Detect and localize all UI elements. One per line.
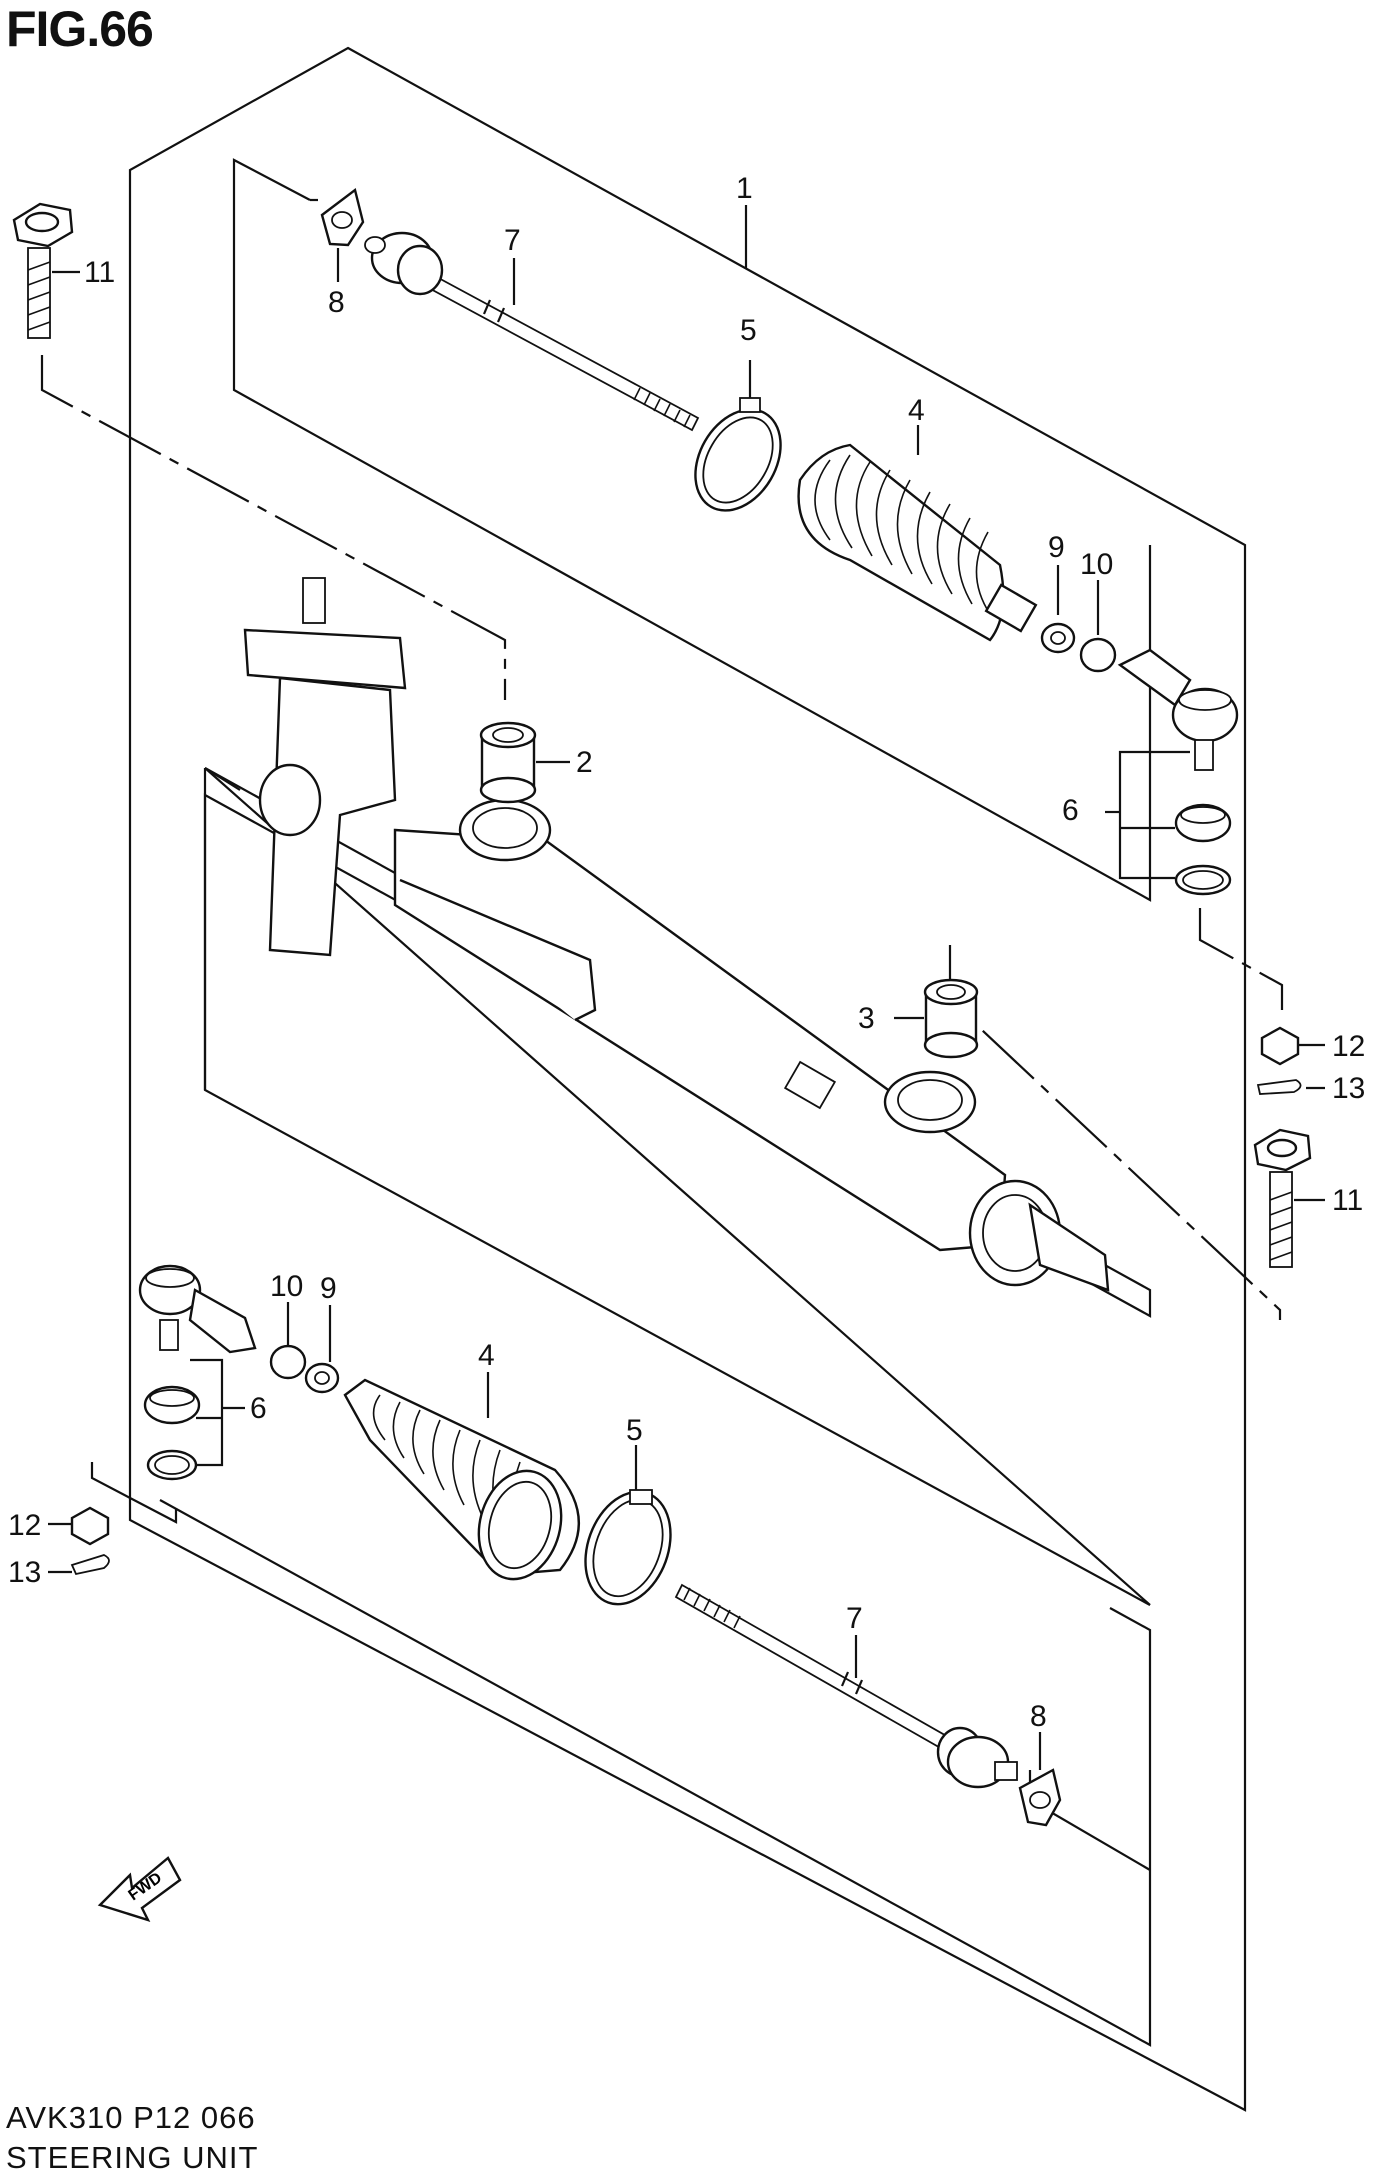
clamp-upper <box>694 397 782 512</box>
callout-11-upper: 11 <box>84 256 115 289</box>
forward-arrow-icon <box>97 1856 182 1922</box>
callout-9-upper: 9 <box>1048 531 1065 564</box>
nut-right <box>1260 1026 1300 1066</box>
callout-8-lower: 8 <box>1030 1700 1047 1733</box>
callout-8-upper: 8 <box>328 286 345 319</box>
bushing-3 <box>923 978 979 1059</box>
tie-rod-lower <box>674 1583 1018 1789</box>
gear-housing <box>243 577 1110 1292</box>
callout-4-lower: 4 <box>478 1339 495 1372</box>
callout-12-left: 12 <box>8 1509 41 1542</box>
nut-upper <box>1079 637 1117 673</box>
callout-7-upper: 7 <box>504 224 521 257</box>
boot-upper <box>797 443 1038 642</box>
callout-13-left: 13 <box>8 1556 41 1589</box>
figure-code: AVK310 P12 066 <box>6 2100 256 2135</box>
lock-washer-lower <box>304 1362 340 1394</box>
bolt-right <box>1253 1128 1312 1268</box>
callout-13-right: 13 <box>1332 1072 1365 1105</box>
callout-6-lower: 6 <box>250 1392 267 1425</box>
assembly-frame <box>128 46 1247 2112</box>
callout-12-right: 12 <box>1332 1030 1365 1063</box>
upper-subframe <box>232 158 1152 902</box>
callout-7-lower: 7 <box>846 1602 863 1635</box>
bushing-2 <box>479 721 537 804</box>
nut-left <box>70 1506 110 1546</box>
lock-plate-lower <box>1018 1768 1062 1827</box>
callout-11-right: 11 <box>1332 1184 1363 1217</box>
boot-kit-upper <box>1174 803 1232 896</box>
tie-rod-upper <box>364 231 700 432</box>
pin-left <box>70 1554 110 1576</box>
lock-washer-upper <box>1040 622 1076 654</box>
figure-title: FIG.66 <box>6 1 154 57</box>
tie-rod-end-lower <box>138 1264 257 1354</box>
callout-2: 2 <box>576 746 593 779</box>
tie-rod-end-upper <box>1117 648 1239 771</box>
figure-name: STEERING UNIT <box>6 2140 259 2175</box>
clamp-lower <box>584 1489 672 1606</box>
lock-plate-upper <box>320 187 365 247</box>
callout-3: 3 <box>858 1002 875 1035</box>
nut-lower <box>269 1344 307 1380</box>
callout-10-lower: 10 <box>270 1270 303 1303</box>
callout-9-lower: 9 <box>320 1272 337 1305</box>
boot-lower <box>343 1378 581 1581</box>
callout-5-lower: 5 <box>626 1414 643 1447</box>
callout-10-upper: 10 <box>1080 548 1113 581</box>
bolt-upper-part <box>12 202 74 339</box>
callout-5-upper: 5 <box>740 314 757 347</box>
callout-1: 1 <box>736 172 753 205</box>
callout-4-upper: 4 <box>908 394 925 427</box>
callout-6-upper: 6 <box>1062 794 1079 827</box>
lower-subframe <box>159 1499 1152 2047</box>
pin-right <box>1256 1079 1302 1095</box>
boot-kit-lower <box>143 1385 201 1481</box>
